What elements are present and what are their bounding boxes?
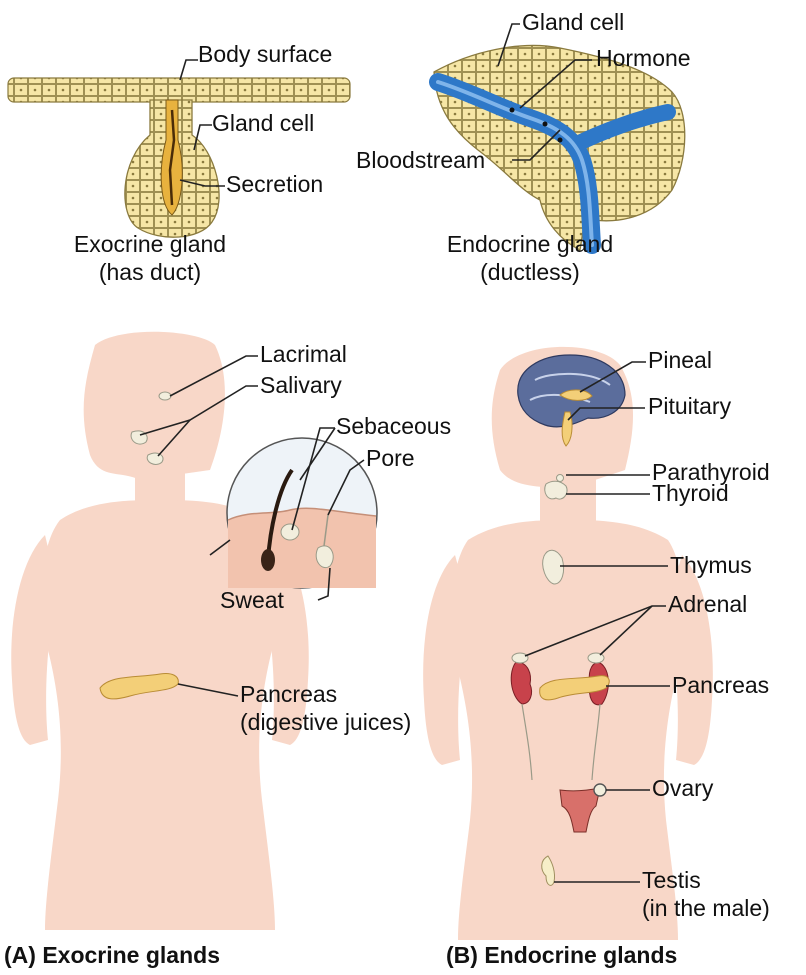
ovary-gland	[594, 784, 606, 796]
label-pancreas-a: Pancreas	[240, 681, 337, 707]
exocrine-gland-illustration	[8, 78, 350, 237]
parathyroid-gland	[557, 475, 564, 482]
sweat-gland	[316, 546, 333, 568]
label-in-the-male: (in the male)	[642, 895, 770, 921]
hair-follicle	[261, 549, 275, 571]
caption-has-duct: (has duct)	[99, 259, 201, 285]
silhouette-a-head	[108, 332, 212, 468]
label-pore: Pore	[366, 445, 415, 471]
skin-layer	[228, 508, 376, 588]
label-hormone: Hormone	[596, 45, 691, 71]
label-gland-cell-endocrine: Gland cell	[522, 9, 624, 35]
leader-body-surface	[180, 60, 198, 80]
label-body-surface: Body surface	[198, 41, 332, 67]
label-sebaceous: Sebaceous	[336, 413, 451, 439]
body-surface-epithelium	[8, 78, 350, 102]
sebaceous-gland	[281, 524, 299, 540]
label-thyroid: Thyroid	[652, 480, 729, 506]
label-pituitary: Pituitary	[648, 393, 732, 419]
lacrimal-gland	[159, 392, 171, 400]
label-lacrimal: Lacrimal	[260, 341, 347, 367]
panel-b-title: (B) Endocrine glands	[446, 942, 677, 968]
silhouette-a	[11, 332, 309, 930]
adrenal-gland-left	[512, 653, 528, 663]
label-pancreas-b: Pancreas	[672, 672, 769, 698]
skin-magnifier	[227, 438, 377, 588]
panel-a-title: (A) Exocrine glands	[4, 942, 220, 968]
label-sweat: Sweat	[220, 587, 285, 613]
label-digestive-juices: (digestive juices)	[240, 709, 411, 735]
caption-endocrine-gland: Endocrine gland	[447, 231, 613, 257]
label-gland-cell-exocrine: Gland cell	[212, 110, 314, 136]
label-testis: Testis	[642, 867, 701, 893]
label-pineal: Pineal	[648, 347, 712, 373]
label-ovary: Ovary	[652, 775, 714, 801]
label-secretion: Secretion	[226, 171, 323, 197]
caption-ductless: (ductless)	[480, 259, 580, 285]
label-adrenal: Adrenal	[668, 591, 747, 617]
label-salivary: Salivary	[260, 372, 342, 398]
label-thymus: Thymus	[670, 552, 752, 578]
label-bloodstream: Bloodstream	[356, 147, 485, 173]
caption-exocrine-gland: Exocrine gland	[74, 231, 226, 257]
salivary-gland-lower	[147, 453, 163, 464]
thyroid-gland	[545, 481, 567, 499]
